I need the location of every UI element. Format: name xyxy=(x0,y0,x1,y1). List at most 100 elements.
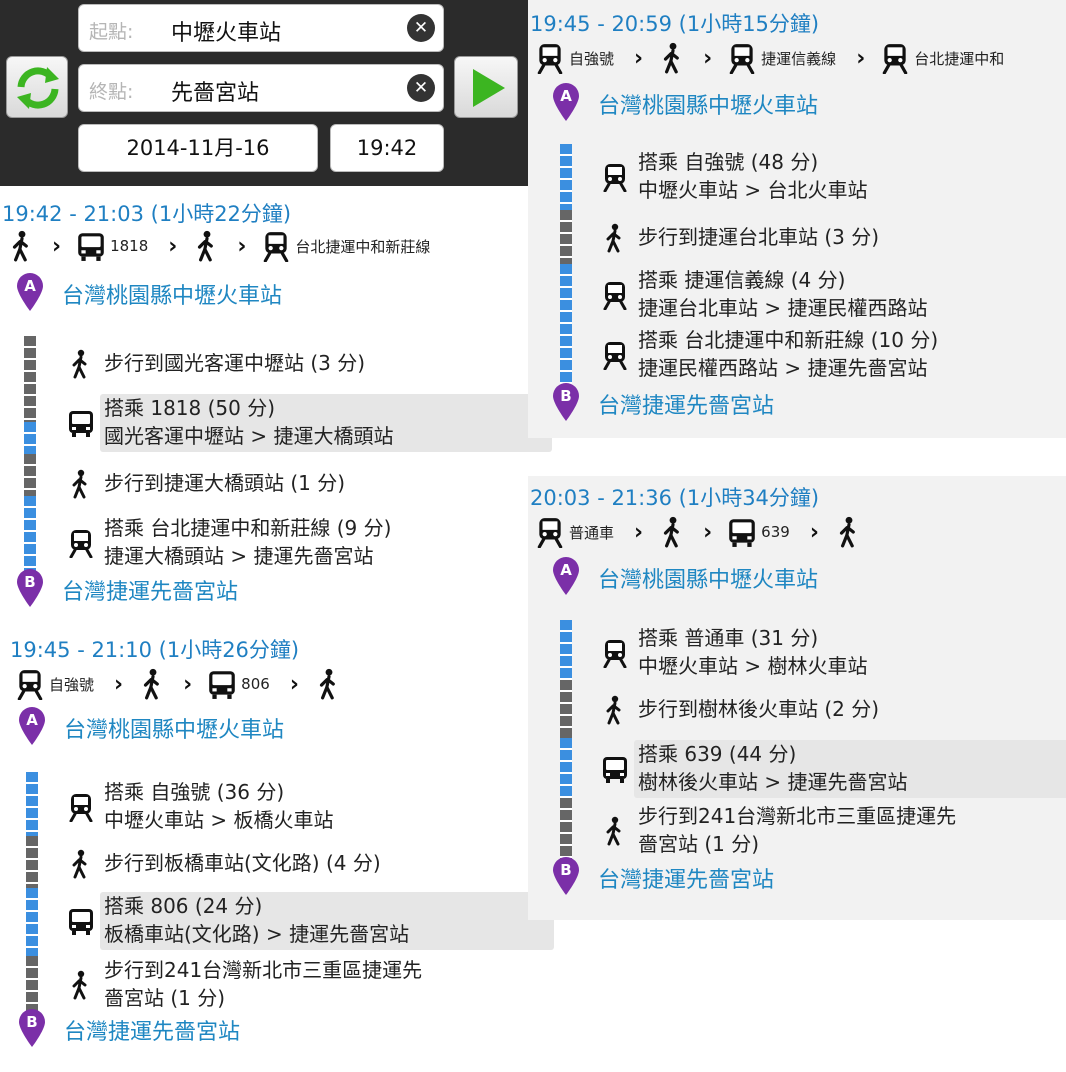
walk-icon xyxy=(833,516,865,548)
step-detail: 國光客運中壢站 > 捷運大橋頭站 xyxy=(104,424,394,448)
step-title: 搭乘 806 (24 分) xyxy=(104,894,263,918)
route-line-segment xyxy=(26,956,38,1012)
route-step[interactable]: 搭乘 自強號 (36 分)中壢火車站 > 板橋火車站 xyxy=(69,778,554,836)
route-step[interactable]: 搭乘 捷運信義線 (4 分)捷運台北車站 > 捷運民權西路站 xyxy=(603,266,1054,324)
search-go-button[interactable] xyxy=(454,56,518,118)
route-line-segment xyxy=(560,798,572,860)
origin-pin-icon: A xyxy=(18,706,46,746)
bus-icon xyxy=(66,408,96,442)
step-title: 搭乘 自強號 (36 分) xyxy=(104,780,285,804)
chevron-right-icon: › xyxy=(856,45,866,71)
svg-text:A: A xyxy=(560,87,572,105)
destination-station: 台灣捷運先嗇宮站 xyxy=(64,1020,241,1045)
step-title: 步行到捷運台北車站 (3 分) xyxy=(638,225,880,249)
walk-icon xyxy=(600,223,630,257)
route-line-segment xyxy=(560,144,572,210)
clear-destination-icon[interactable]: ✕ xyxy=(407,74,435,102)
svg-text:B: B xyxy=(560,387,571,405)
svg-text:B: B xyxy=(24,573,35,591)
origin-label: 起點: xyxy=(89,21,134,43)
mode-label: 806 xyxy=(241,675,270,693)
mode-label: 捷運信義線 xyxy=(761,49,837,68)
chevron-right-icon: › xyxy=(114,671,124,697)
route-step[interactable]: 搭乘 1818 (50 分) 國光客運中壢站 > 捷運大橋頭站 xyxy=(69,394,552,452)
route-time: 20:03 - 21:36 (1小時34分鐘) xyxy=(530,486,820,510)
destination-field[interactable]: 終點: 先嗇宮站 ✕ xyxy=(78,64,444,112)
step-title: 搭乘 自強號 (48 分) xyxy=(638,150,819,174)
route-step[interactable]: 步行到241台灣新北市三重區捷運先嗇宮站 (1 分) xyxy=(606,802,1066,860)
time-picker[interactable]: 19:42 xyxy=(330,124,444,172)
mode-label: 自強號 xyxy=(569,49,615,68)
step-detail: 嗇宮站 (1 分) xyxy=(638,832,760,856)
step-title: 步行到國光客運中壢站 (3 分) xyxy=(104,351,366,375)
swap-button[interactable] xyxy=(6,56,68,118)
train-icon xyxy=(600,638,630,672)
walk-icon xyxy=(313,668,345,700)
mode-label: 普通車 xyxy=(569,523,615,542)
destination-pin-icon: B xyxy=(552,382,580,422)
route-line-segment xyxy=(560,680,572,738)
destination-pin-icon: B xyxy=(552,856,580,896)
route-step[interactable]: 搭乘 台北捷運中和新莊線 (9 分)捷運大橋頭站 > 捷運先嗇宮站 xyxy=(69,514,552,572)
train-icon xyxy=(879,42,911,75)
route-line-segment xyxy=(560,210,572,264)
step-title: 搭乘 639 (44 分) xyxy=(638,742,797,766)
search-panel: 起點: 中壢火車站 ✕ 終點: 先嗇宮站 ✕ 2014-11月-16 19:42 xyxy=(0,0,528,186)
chevron-right-icon: › xyxy=(703,45,713,71)
origin-station: 台灣桃園縣中壢火車站 xyxy=(62,284,283,309)
route-step[interactable]: 步行到樹林後火車站 (2 分) xyxy=(606,690,1066,730)
route-summary: 自強號››捷運信義線›台北捷運中和 xyxy=(534,42,1010,75)
route-step[interactable]: 步行到241台灣新北市三重區捷運先嗇宮站 (1 分) xyxy=(72,956,554,1014)
step-detail: 中壢火車站 > 樹林火車站 xyxy=(638,654,868,678)
step-detail: 捷運台北車站 > 捷運民權西路站 xyxy=(638,296,928,320)
route-step[interactable]: 搭乘 自強號 (48 分)中壢火車站 > 台北火車站 xyxy=(603,148,1054,206)
train-icon xyxy=(14,668,46,701)
route-step[interactable]: 步行到捷運台北車站 (3 分) xyxy=(606,218,1054,258)
route-line-segment xyxy=(24,422,36,454)
chevron-right-icon: › xyxy=(809,519,819,545)
date-picker[interactable]: 2014-11月-16 xyxy=(78,124,318,172)
train-icon xyxy=(600,162,630,196)
destination-label: 終點: xyxy=(89,81,134,103)
svg-text:B: B xyxy=(26,1013,37,1031)
chevron-right-icon: › xyxy=(183,671,193,697)
route-step[interactable]: 搭乘 639 (44 分)樹林後火車站 > 捷運先嗇宮站 xyxy=(603,740,1066,798)
route-summary: 自強號››806› xyxy=(14,668,345,701)
train-icon xyxy=(534,516,566,549)
route-line-segment xyxy=(24,454,36,496)
route-step[interactable]: 搭乘 台北捷運中和新莊線 (10 分)捷運民權西路站 > 捷運先嗇宮站 xyxy=(603,326,1054,384)
svg-text:A: A xyxy=(26,711,38,729)
route-step[interactable]: 步行到板橋車站(文化路) (4 分) xyxy=(72,844,554,884)
origin-input[interactable]: 中壢火車站 xyxy=(171,21,282,46)
route-line-segment xyxy=(560,620,572,680)
destination-input[interactable]: 先嗇宮站 xyxy=(171,81,260,106)
route-step[interactable]: 搭乘 普通車 (31 分)中壢火車站 > 樹林火車站 xyxy=(603,624,1066,682)
route-line-segment xyxy=(24,336,36,422)
route-time: 19:45 - 20:59 (1小時15分鐘) xyxy=(530,12,820,36)
clear-origin-icon[interactable]: ✕ xyxy=(407,14,435,42)
route-card[interactable]: 19:45 - 20:59 (1小時15分鐘)自強號››捷運信義線›台北捷運中和… xyxy=(528,0,1066,438)
train-icon xyxy=(260,230,292,263)
bus-icon xyxy=(206,668,238,700)
step-title: 搭乘 台北捷運中和新莊線 (9 分) xyxy=(104,516,392,540)
route-step[interactable]: 步行到國光客運中壢站 (3 分) xyxy=(72,344,552,384)
step-title: 搭乘 台北捷運中和新莊線 (10 分) xyxy=(638,328,939,352)
route-step[interactable]: 步行到捷運大橋頭站 (1 分) xyxy=(72,464,552,504)
destination-station: 台灣捷運先嗇宮站 xyxy=(62,580,239,605)
route-line-segment xyxy=(26,888,38,956)
origin-pin-icon: A xyxy=(16,272,44,312)
walk-icon xyxy=(657,516,689,548)
route-step[interactable]: 搭乘 806 (24 分)板橋車站(文化路) > 捷運先嗇宮站 xyxy=(69,892,554,950)
origin-field[interactable]: 起點: 中壢火車站 ✕ xyxy=(78,4,444,52)
svg-text:A: A xyxy=(24,277,36,295)
step-title: 搭乘 1818 (50 分) xyxy=(104,396,276,420)
bus-icon xyxy=(600,754,630,788)
route-time: 19:45 - 21:10 (1小時26分鐘) xyxy=(10,638,300,662)
route-time: 19:42 - 21:03 (1小時22分鐘) xyxy=(2,202,292,226)
mode-label: 台北捷運中和 xyxy=(914,49,1005,68)
walk-icon xyxy=(66,970,96,1004)
step-title: 步行到241台灣新北市三重區捷運先 xyxy=(104,958,423,982)
